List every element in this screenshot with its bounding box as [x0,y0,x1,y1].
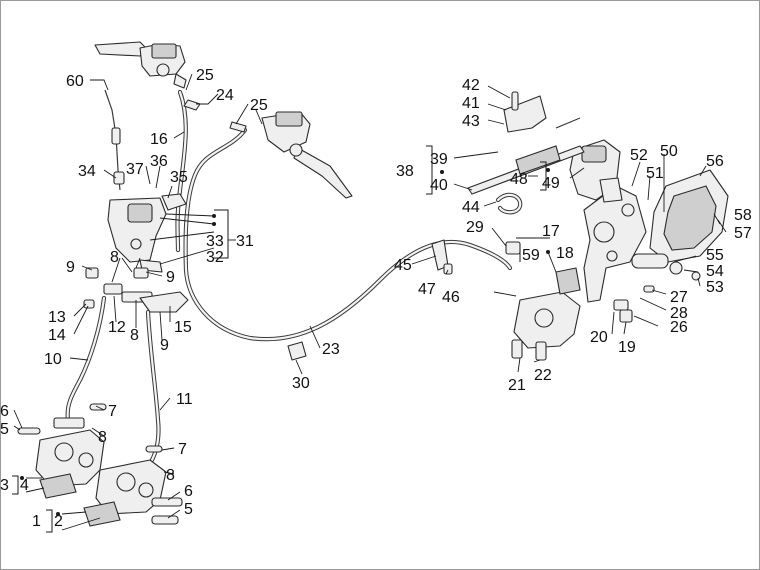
callout-17: 17 [542,223,560,240]
rear-cylinder-bracket [503,91,547,133]
callout-12: 12 [108,319,126,336]
callout-26: 26 [670,319,688,336]
front-right-caliper [83,459,183,527]
callout-20: 20 [590,329,608,346]
abs-distributor-block [107,193,187,273]
callout-36: 36 [150,153,168,170]
heel-guard [649,169,729,263]
callout-38: 38 [396,163,414,180]
callout-7: 7 [178,441,187,458]
callout-9: 9 [66,259,75,276]
callout-48: 48 [510,171,528,188]
callout-25: 25 [250,97,268,114]
callout-19: 19 [618,339,636,356]
rear-brake-bracket [583,185,647,303]
rear-pivot-hardware [613,253,701,323]
callout-13: 13 [48,309,66,326]
callout-59: 59 [522,247,540,264]
callout-53: 53 [706,279,724,296]
callout-31: 31 [236,233,254,250]
rear-caliper [511,267,581,361]
rear-brake-pushrod [467,117,585,195]
callout-labels: 1 2 3 4 5 5 6 6 7 7 8 8 8 8 9 9 9 10 11 … [0,67,752,530]
callout-51: 51 [646,165,664,182]
callout-46: 46 [442,289,460,306]
right-master-cylinder [261,111,353,199]
callout-6: 6 [184,483,193,500]
callout-8: 8 [98,429,107,446]
callout-52: 52 [630,147,648,164]
rear-master-cylinder [569,139,623,203]
callout-24: 24 [216,87,234,104]
callout-44: 44 [462,199,480,216]
leader-lines [12,73,727,533]
callout-49: 49 [542,175,560,192]
callout-10: 10 [44,351,62,368]
front-left-caliper [35,417,105,499]
callout-42: 42 [462,77,480,94]
callout-54: 54 [706,263,724,280]
callout-35: 35 [170,169,188,186]
callout-25: 25 [196,67,214,84]
callout-16: 16 [150,131,168,148]
callout-28: 28 [670,305,688,322]
callout-14: 14 [48,327,66,344]
callout-43: 43 [462,113,480,130]
left-master-cylinder [94,41,187,89]
callout-9: 9 [166,269,175,286]
callout-32: 32 [206,249,224,266]
callout-5: 5 [0,421,9,438]
callout-60: 60 [66,73,84,90]
rear-hose-union [505,241,521,255]
callout-57: 57 [734,225,752,242]
callout-18: 18 [556,245,574,262]
callout-50: 50 [660,143,678,160]
callout-6: 6 [0,403,9,420]
callout-30: 30 [292,375,310,392]
callout-33: 33 [206,233,224,250]
callout-8: 8 [166,467,175,484]
callout-39: 39 [430,151,448,168]
callout-41: 41 [462,95,480,112]
callout-8: 8 [110,249,119,266]
callout-47: 47 [418,281,436,298]
hose-guide [431,239,453,275]
callout-58: 58 [734,207,752,224]
callout-45: 45 [394,257,412,274]
callout-1: 1 [32,513,41,530]
callout-15: 15 [174,319,192,336]
brake-fittings-left [83,267,189,313]
callout-4: 4 [20,477,29,494]
callout-40: 40 [430,177,448,194]
callout-55: 55 [706,247,724,264]
callout-56: 56 [706,153,724,170]
callout-9: 9 [160,337,169,354]
hose-clip [287,341,307,361]
callout-27: 27 [670,289,688,306]
callout-3: 3 [0,477,9,494]
callout-34: 34 [78,163,96,180]
callout-11: 11 [176,391,193,408]
upper-brake-hoses [175,89,513,342]
hose-band [495,192,523,215]
parking-brake-cable [104,89,125,191]
callout-2: 2 [54,513,63,530]
callout-29: 29 [466,219,484,236]
callout-21: 21 [508,377,526,394]
callout-8: 8 [130,327,139,344]
callout-7: 7 [108,403,117,420]
callout-22: 22 [534,367,552,384]
callout-5: 5 [184,501,193,518]
callout-37: 37 [126,161,144,178]
callout-23: 23 [322,341,340,358]
assembly-dots [20,168,550,516]
